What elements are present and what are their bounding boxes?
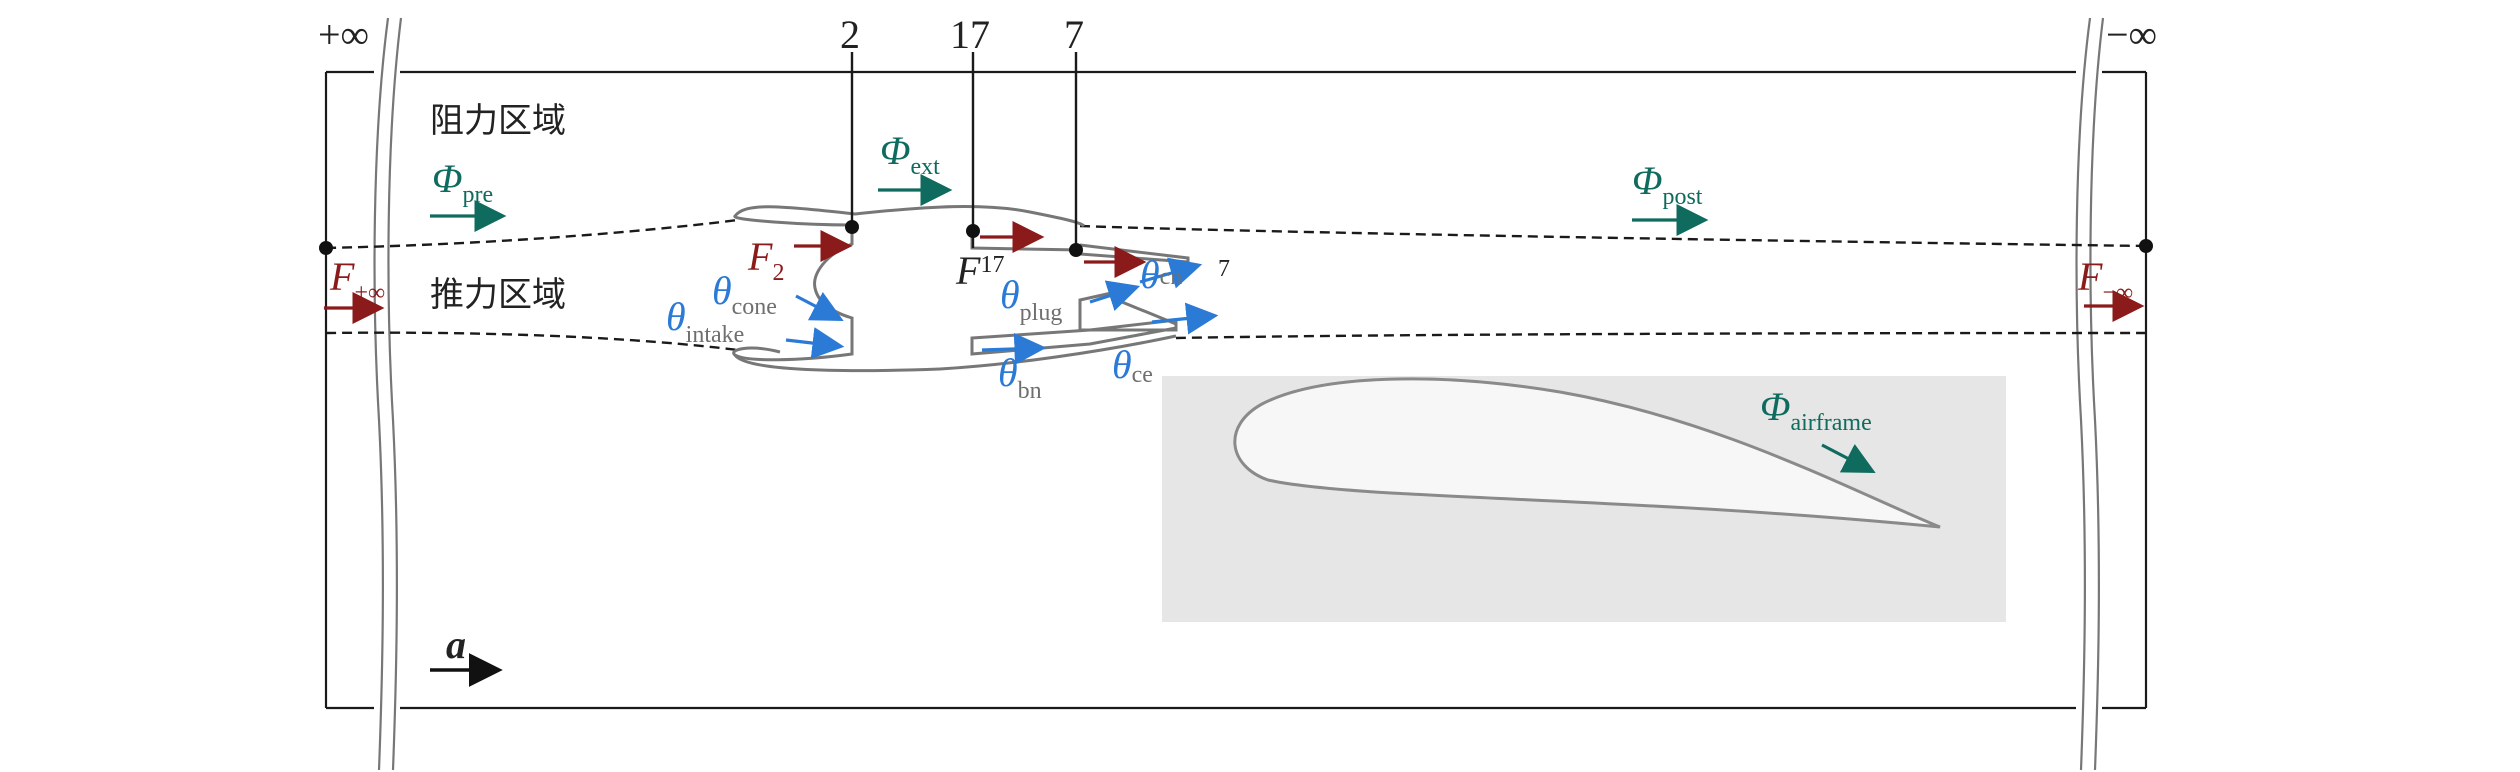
intake-nacelle-outline [733,204,1086,228]
point-plus-inf [319,241,333,255]
point-station-7 [1069,243,1083,257]
control-volume-frame [324,70,2148,710]
bypass-nozzle-lip [970,318,1178,356]
label-theta-ce: θce [1112,342,1153,388]
station-points [319,220,2153,257]
stream-tube-upper-boundary [325,218,2147,250]
label-thrust-region: 推力区域 [430,275,566,315]
label-f-plus-inf: F+∞ [329,254,385,306]
point-station-17 [966,224,980,238]
label-station-2: 2 [840,12,860,57]
left-break-marks [373,16,403,771]
label-theta-plug: θplug [1000,272,1062,326]
label-f-minus-inf: F−∞ [2077,254,2133,306]
label-theta-cn: θcn [1140,252,1182,297]
label-theta-intake: θintake [666,294,744,348]
label-f2: F2 [747,234,784,286]
theta-arrow-cn [1139,257,1203,289]
label-station-7: 7 [1064,12,1084,57]
airfoil-outline [1233,377,1941,529]
label-phi-airframe: Φairframe [1760,384,1872,436]
exhaust-lower-cowl [733,334,1177,373]
label-drag-region: 阻力区域 [430,101,566,141]
theta-arrow-bn [981,332,1047,365]
stream-tube-lower-boundary [325,331,2147,352]
label-phi-pre: Φpre [432,156,493,208]
intake-lip-body [732,225,854,362]
label-acceleration: a [446,622,466,667]
label-small-seven: 7 [1218,256,1230,282]
theta-arrow-intake [785,327,845,359]
theta-arrow-plug [1089,280,1141,312]
theta-arrow-cone [795,291,844,321]
label-phi-ext: Φext [880,128,940,180]
right-break-marks [2075,16,2105,771]
point-station-2 [845,220,859,234]
label-theta-bn: θbn [998,350,1042,404]
theta-arrow-ce [1151,302,1219,335]
label-phi-post: Φpost [1632,158,1703,210]
point-minus-inf [2139,239,2153,253]
label-theta-cone: θcone [712,268,777,320]
station-lines [324,52,1078,250]
phi-arrow-airframe [1821,443,1876,473]
label-f17: F17 [955,248,1004,293]
label-minus-inf: −∞ [2106,12,2157,57]
label-station-17: 17 [950,12,990,57]
label-plus-inf: +∞ [318,12,369,57]
